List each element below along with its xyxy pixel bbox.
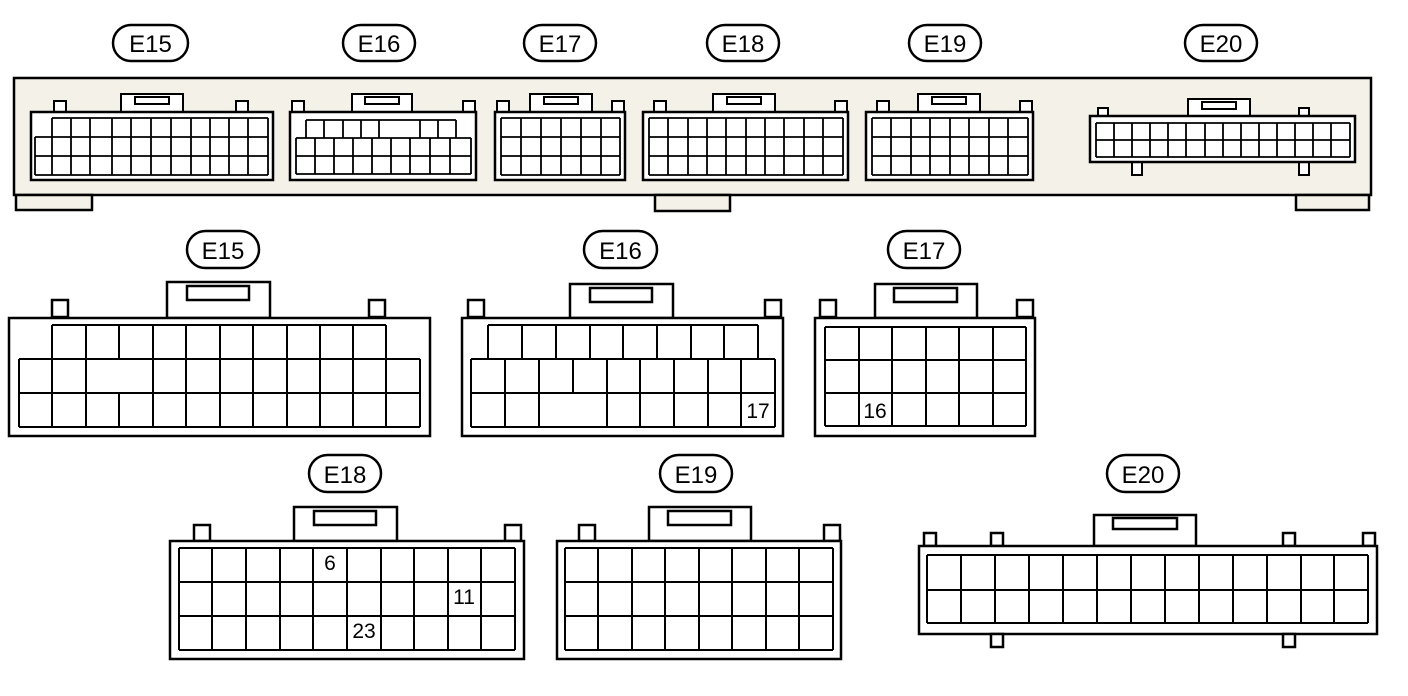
ecu-label-e19: E19 (907, 23, 983, 63)
ecu-label-e17: E17 (522, 23, 598, 63)
detail-connector-e15: E15 (7, 229, 432, 438)
ecu-label-e20-text: E20 (1200, 31, 1243, 58)
ecu-socket-e17 (493, 93, 627, 182)
ecu-socket-e19 (864, 93, 1035, 182)
detail-connector-e16: E16 17 (460, 229, 785, 438)
detail-label-e18: E18 (324, 462, 367, 489)
ecu-block: E15 E16 E17 E18 E19 E20 (12, 23, 1373, 213)
ecu-socket-e17-pins (500, 117, 621, 176)
detail-label-e15: E15 (202, 238, 245, 265)
ecu-mount-tab-left (14, 193, 94, 212)
detail-connector-e19: E19 (555, 453, 843, 661)
ecu-socket-e20 (1088, 98, 1357, 176)
ecu-socket-e20-pins (1095, 122, 1351, 158)
ecu-mount-tab-right (1294, 193, 1371, 212)
detail-e17-pin-callout-16: 16 (863, 400, 886, 423)
ecu-label-e20: E20 (1183, 23, 1259, 63)
ecu-socket-e16-pins (295, 119, 472, 175)
ecu-socket-e18 (641, 93, 850, 182)
ecu-socket-e15-pins (34, 117, 269, 176)
ecu-label-e18: E18 (705, 23, 781, 63)
detail-e18-pin-callout-23: 23 (352, 620, 375, 643)
detail-e17-pin-grid (824, 326, 1027, 427)
ecu-socket-e15 (29, 93, 275, 182)
ecu-socket-e19-pins (871, 117, 1029, 176)
detail-label-e17: E17 (903, 238, 946, 265)
detail-label-e19: E19 (675, 462, 718, 489)
ecu-mount-tab-center (653, 193, 732, 213)
detail-e18-pin-callout-11: 11 (453, 586, 475, 609)
detail-e20-pin-grid (926, 554, 1369, 624)
detail-e16-pin-callout-17: 17 (746, 400, 769, 423)
ecu-label-e19-text: E19 (924, 31, 967, 58)
detail-e16-pin-grid (470, 324, 776, 428)
ecu-socket-e18-pins (648, 117, 844, 176)
ecu-label-e18-text: E18 (722, 31, 765, 58)
detail-connector-e18: E18 6 11 23 (168, 453, 526, 661)
detail-label-e16: E16 (599, 238, 642, 265)
ecu-label-e16-text: E16 (358, 31, 401, 58)
detail-e19-pin-grid (564, 547, 834, 651)
detail-e18-pin-callout-6: 6 (324, 552, 336, 575)
detail-e18-pin-grid (178, 547, 516, 651)
ecu-label-e16: E16 (341, 23, 417, 63)
detail-connector-e20: E20 (917, 453, 1379, 649)
ecu-socket-e16 (288, 93, 478, 182)
detail-label-e20: E20 (1122, 462, 1165, 489)
ecu-label-e17-text: E17 (539, 31, 582, 58)
ecu-label-e15: E15 (111, 23, 190, 63)
detail-e15-pin-grid (18, 324, 421, 428)
detail-connector-e17: E17 16 (813, 229, 1037, 438)
ecu-label-e15-text: E15 (129, 31, 172, 58)
